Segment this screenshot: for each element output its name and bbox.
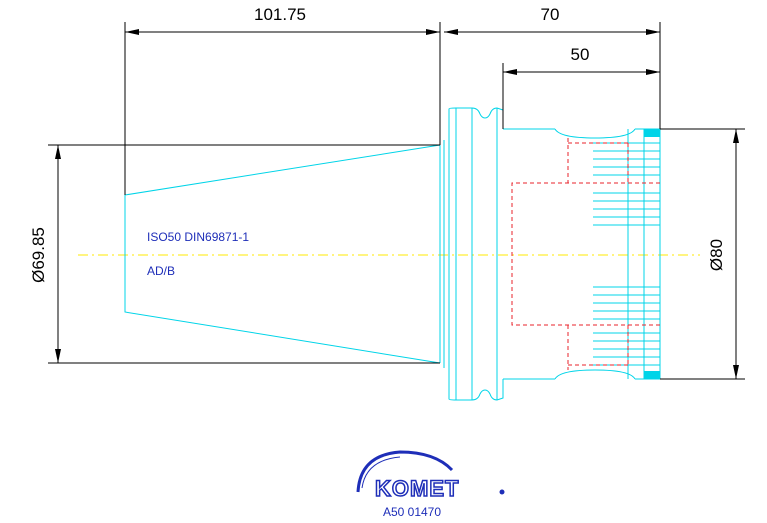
dimension-label-bore-length: 50 — [571, 45, 590, 64]
dimension-length-right — [444, 22, 661, 129]
dimension-label-right-length: 70 — [541, 5, 560, 24]
dimension-length-bore — [502, 63, 660, 129]
dimension-label-taper-length: 101.75 — [254, 5, 306, 24]
serrations-bottom — [593, 286, 660, 379]
variant-label: AD/B — [147, 264, 175, 278]
serrations-top — [593, 129, 660, 226]
flange-outline — [448, 107, 504, 401]
dimension-label-body-diameter: Ø80 — [707, 239, 726, 271]
article-number: A50 01470 — [383, 505, 441, 519]
standard-label: ISO50 DIN69871-1 — [147, 230, 249, 244]
dimension-diameter-body — [660, 128, 745, 380]
dimension-label-taper-diameter: Ø69.85 — [29, 227, 48, 283]
dimension-diameter-taper — [48, 144, 440, 364]
hidden-bore — [511, 138, 660, 370]
komet-logo: KOMET — [356, 450, 505, 502]
taper-outline — [124, 140, 445, 368]
logo-brand-text: KOMET — [375, 476, 459, 501]
logo-arc — [356, 450, 454, 493]
dimension-length-taper — [124, 22, 441, 195]
